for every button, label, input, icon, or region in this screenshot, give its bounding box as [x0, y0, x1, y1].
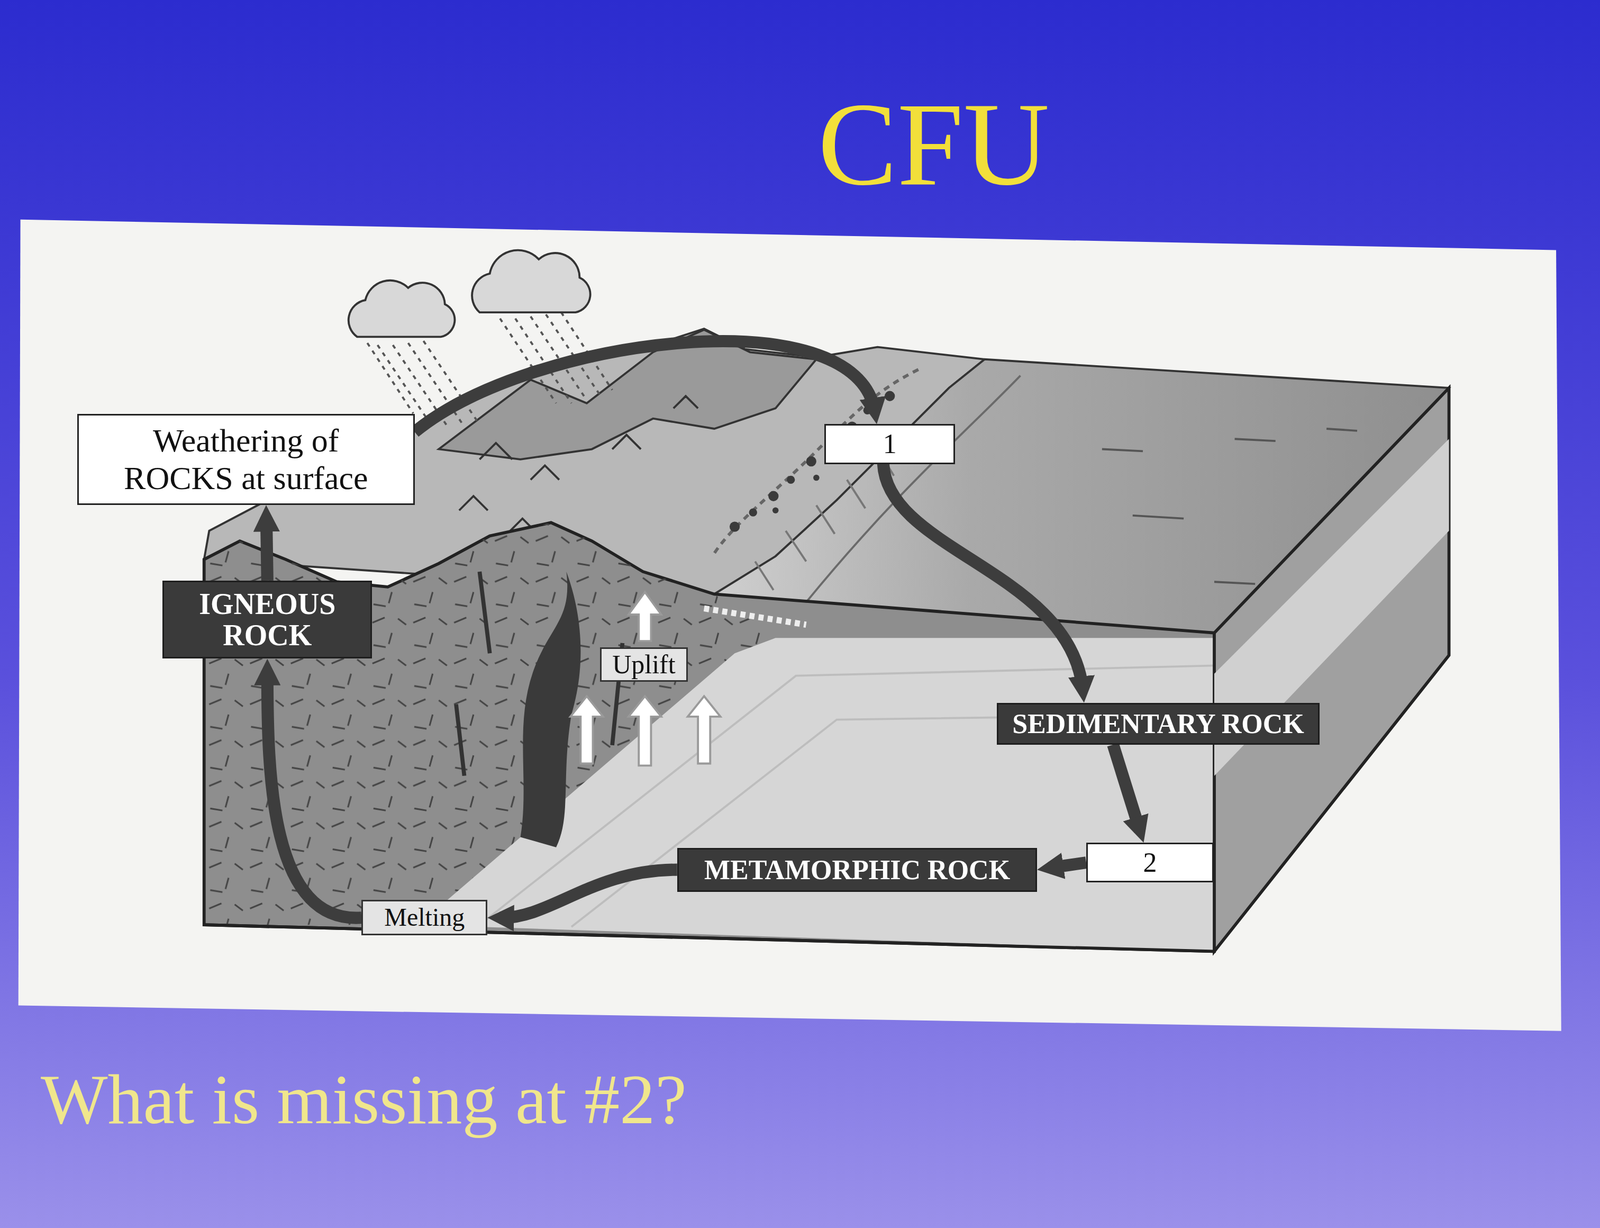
box-label: Weathering of ROCKS at surface — [108, 421, 384, 498]
block-landscape-part-part — [729, 521, 740, 532]
block-landscape-part — [755, 449, 894, 590]
block-landscape-part-part — [749, 507, 758, 516]
block-landscape-part-part — [768, 491, 779, 502]
rain-clouds-part — [348, 280, 456, 338]
uplift-arrows-part — [628, 592, 662, 642]
block-landscape-part — [1214, 387, 1450, 952]
rock-type-box: SEDIMENTARY ROCK — [996, 702, 1320, 745]
question-caption: What is missing at #2? — [40, 1063, 687, 1135]
box-label: 1 — [836, 428, 943, 459]
callout-box: 2 — [1086, 842, 1214, 883]
diagram-panel — [18, 219, 1562, 1031]
uplift-arrows-part — [628, 695, 662, 766]
block-landscape-part — [204, 924, 1215, 951]
cycle-arrow — [267, 670, 362, 918]
rock-type-box: IGNEOUS ROCK — [162, 580, 372, 659]
cycle-arrow — [266, 516, 268, 581]
rain-clouds-part — [471, 250, 591, 313]
uplift-arrows — [570, 592, 721, 766]
box-label: IGNEOUS ROCK — [185, 588, 350, 651]
cycle-arrow — [1113, 744, 1141, 831]
question-caption-holder: What is missing at #2? — [40, 1063, 687, 1135]
cycle-arrow — [414, 341, 876, 432]
block-landscape-part-part — [813, 474, 820, 481]
block-landscape-part-part — [884, 391, 895, 402]
box-label: METAMORPHIC ROCK — [704, 854, 1011, 885]
box-label: 2 — [1098, 847, 1202, 878]
cycle-arrow — [1049, 862, 1087, 868]
process-label-box: Melting — [361, 899, 488, 935]
block-landscape-part-part — [772, 506, 779, 514]
slide-title-holder: CFU — [817, 84, 1050, 204]
block-landscape-part-part — [786, 475, 795, 484]
box-label: Melting — [384, 903, 465, 932]
block-landscape-part — [520, 571, 581, 848]
process-label-box: Uplift — [600, 647, 688, 682]
block-landscape-part-part — [806, 456, 817, 467]
process-box: Weathering of ROCKS at surface — [77, 413, 415, 506]
box-label: Uplift — [612, 649, 676, 679]
block-landscape-part — [456, 571, 623, 776]
uplift-arrows-part — [570, 695, 604, 763]
box-label: SEDIMENTARY ROCK — [1012, 708, 1304, 739]
slide-title: CFU — [817, 84, 1050, 204]
callout-box: 1 — [824, 423, 956, 464]
cycle-arrow — [883, 464, 1083, 691]
rock-type-box: METAMORPHIC ROCK — [677, 847, 1038, 892]
rain-clouds — [348, 250, 613, 429]
block-landscape-part — [704, 607, 807, 625]
uplift-arrows-part — [687, 695, 721, 763]
block-landscape-part — [459, 395, 698, 531]
cycle-arrow — [499, 869, 677, 918]
